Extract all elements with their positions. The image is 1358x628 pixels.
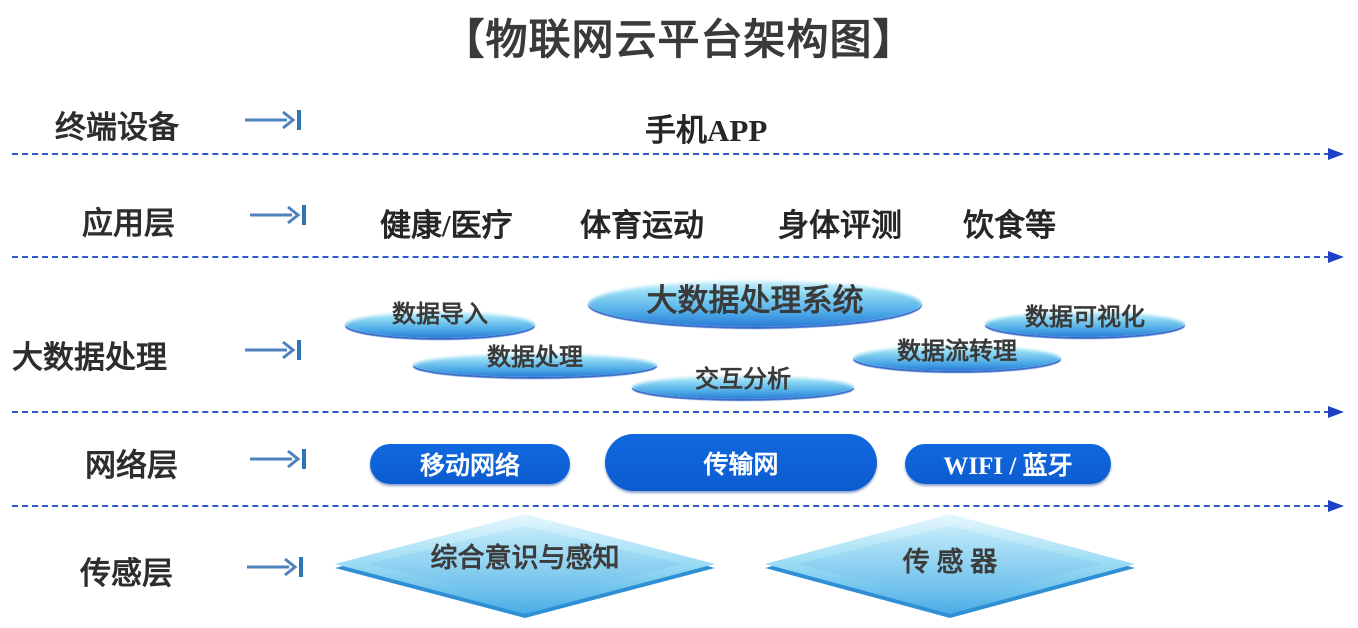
layer-label-bigdata: 大数据处理 xyxy=(12,340,167,375)
sensor-diamond-sensor: 传 感 器 xyxy=(765,512,1135,620)
bigdata-node-label: 大数据处理系统 xyxy=(646,283,864,318)
app-item-diet: 饮食等 xyxy=(963,208,1056,243)
bigdata-node-processing: 数据处理 xyxy=(413,337,657,377)
sensor-diamond-label: 综合意识与感知 xyxy=(430,543,620,573)
ellipse-shape xyxy=(853,344,1061,371)
network-pill-wifi-bt: WIFI / 蓝牙 xyxy=(905,444,1111,484)
layer-divider-line-1 xyxy=(12,148,1344,160)
layer-divider-line-4 xyxy=(12,500,1344,512)
bigdata-node-system: 大数据处理系统 xyxy=(588,275,922,327)
bigdata-node-label: 数据处理 xyxy=(487,345,583,371)
arrowhead-icon xyxy=(1328,148,1344,160)
diamond-shape xyxy=(765,514,1135,618)
sensor-diamond-perception: 综合意识与感知 xyxy=(335,512,715,620)
arrowhead-icon xyxy=(1328,251,1344,263)
flow-arrow-icon xyxy=(245,340,301,360)
network-pill-label: WIFI / 蓝牙 xyxy=(943,453,1073,480)
bigdata-node-label: 交互分析 xyxy=(695,367,791,393)
layer-divider-line-2 xyxy=(12,251,1344,263)
bigdata-node-import: 数据导入 xyxy=(345,294,535,338)
layer-divider-line-3 xyxy=(12,406,1344,418)
flow-arrow-icon xyxy=(245,110,301,130)
network-pill-label: 传输网 xyxy=(703,451,779,479)
ellipse-shape xyxy=(413,352,657,377)
bigdata-node-label: 数据流转理 xyxy=(897,339,1017,365)
flow-arrow-icon xyxy=(250,205,306,225)
bigdata-node-visualization: 数据可视化 xyxy=(985,297,1185,337)
app-item-sports: 体育运动 xyxy=(580,208,704,243)
network-pill-label: 移动网络 xyxy=(419,453,520,480)
layer-label-app: 应用层 xyxy=(82,206,175,241)
layer-label-network: 网络层 xyxy=(85,448,178,483)
ellipse-shape xyxy=(345,310,535,338)
bigdata-node-label: 数据导入 xyxy=(392,302,488,328)
layer-label-sensor: 传感层 xyxy=(80,556,173,591)
network-pill-mobile: 移动网络 xyxy=(370,444,570,484)
sensor-diamond-label: 传 感 器 xyxy=(902,547,998,577)
diagram-title: 【物联网云平台架构图】 xyxy=(442,18,916,64)
bigdata-node-interactive-analysis: 交互分析 xyxy=(632,359,854,399)
app-item-body: 身体评测 xyxy=(778,208,902,243)
device-item-mobile-app: 手机APP xyxy=(645,113,768,148)
ellipse-shape xyxy=(588,279,922,327)
flow-arrow-icon xyxy=(247,557,303,577)
bigdata-node-label: 数据可视化 xyxy=(1025,305,1145,331)
layer-label-device: 终端设备 xyxy=(55,110,179,145)
arrowhead-icon xyxy=(1328,500,1344,512)
arrowhead-icon xyxy=(1328,406,1344,418)
ellipse-shape xyxy=(632,374,854,399)
ellipse-shape xyxy=(985,310,1185,337)
flow-arrow-icon xyxy=(250,449,306,469)
diamond-shape xyxy=(335,514,715,618)
network-pill-transport: 传输网 xyxy=(605,434,877,491)
app-item-health: 健康/医疗 xyxy=(380,208,513,243)
bigdata-node-dataflow: 数据流转理 xyxy=(853,331,1061,371)
